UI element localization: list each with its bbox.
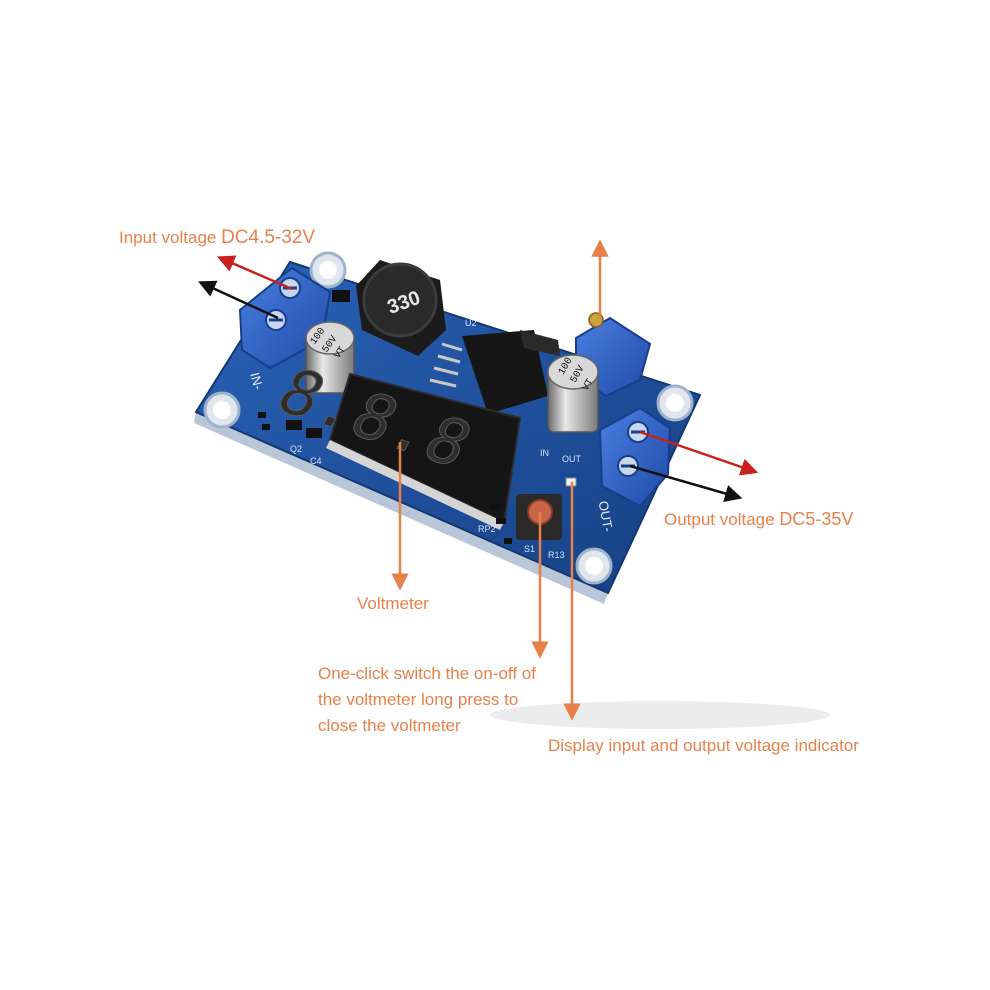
board-shadow xyxy=(490,701,830,729)
input-voltage-label: Input voltage DC4.5-32V xyxy=(119,225,315,251)
regulator-chip xyxy=(429,330,560,414)
silk-u2: U2 xyxy=(465,318,477,328)
silk-in-label: IN- xyxy=(247,371,266,392)
capacitor-right: 100 50V VT xyxy=(547,354,599,433)
input-voltage-range: DC4.5-32V xyxy=(221,227,316,248)
output-terminal xyxy=(598,406,672,508)
switch-line-1: One-click switch the on-off of xyxy=(318,664,536,683)
voltmeter-label: Voltmeter xyxy=(357,594,429,613)
indicator-label: Display input and output voltage indicat… xyxy=(548,736,859,755)
silk-out-label: OUT- xyxy=(596,500,616,533)
inductor: 330 xyxy=(356,260,446,356)
output-red-arrow xyxy=(639,430,759,476)
output-black-arrow xyxy=(629,464,743,502)
switch-line-3: close the voltmeter xyxy=(318,716,461,735)
switch-line-2: the voltmeter long press to xyxy=(318,690,519,709)
input-black-arrow xyxy=(198,280,279,320)
silk-q2: Q2 xyxy=(290,444,302,454)
capacitor-right-text-3: VT xyxy=(581,377,597,393)
silk-rp2: RP2 xyxy=(478,524,496,534)
output-voltage-range: DC5-35V xyxy=(779,509,854,529)
output-voltage-prefix: Output voltage xyxy=(664,510,780,529)
input-red-arrow xyxy=(216,255,293,291)
silk-r13: R13 xyxy=(548,550,565,560)
smd-components xyxy=(258,290,512,544)
silk-led-out: OUT xyxy=(562,454,582,464)
mounting-holes xyxy=(203,251,694,585)
silk-s1: S1 xyxy=(524,544,535,554)
output-voltage-label: Output voltage DC5-35V xyxy=(664,506,853,533)
silk-c4: C4 xyxy=(310,456,322,466)
switch-description: One-click switch the on-off of the voltm… xyxy=(318,661,536,739)
silk-led-in: IN xyxy=(540,448,549,458)
capacitor-left: 100 50V VT xyxy=(305,321,355,394)
input-voltage-prefix: Input voltage xyxy=(119,228,222,247)
